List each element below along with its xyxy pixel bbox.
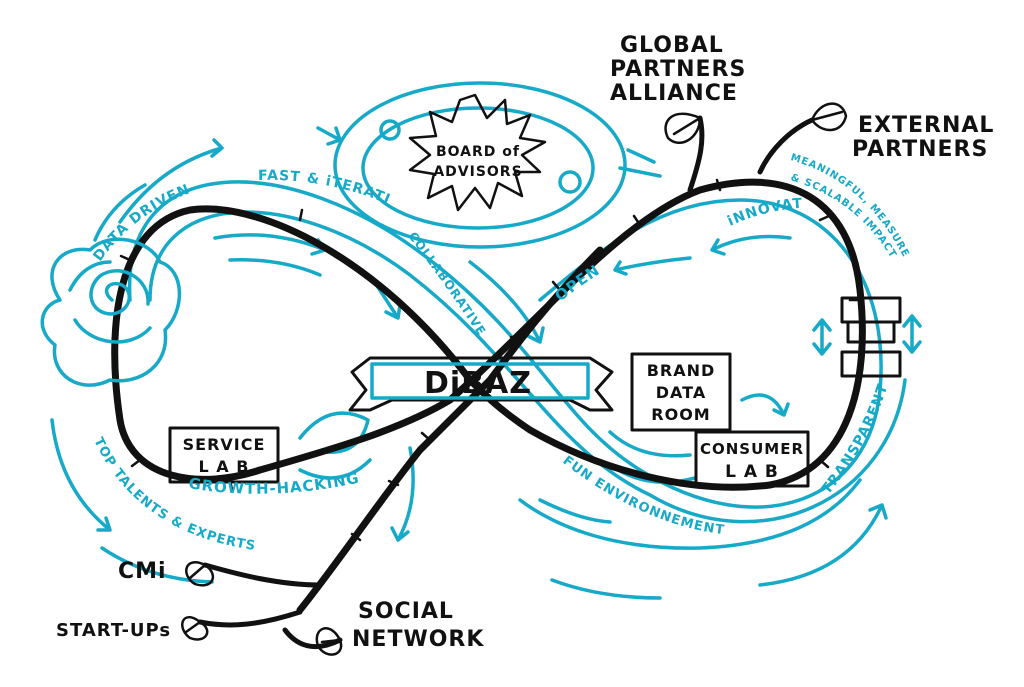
arrow-inner-2 [228,258,322,277]
center-banner-text: DiBAZ [424,366,532,401]
social-network-line-1: SOCIAL [358,599,454,624]
vine-thorns [119,178,862,542]
rose-petals [40,237,182,387]
partner-labels: GLOBAL PARTNERS ALLIANCE EXTERNAL PARTNE… [56,33,994,652]
brand-line-2: DATA [656,383,706,402]
leaf-icon [181,615,209,641]
global-partners-line-3: ALLIANCE [610,81,738,106]
leaf-icon [810,102,848,132]
arrow-bottom [550,578,662,600]
rose-icon [40,237,182,387]
vine-loop [111,115,902,650]
brand-data-room: BRAND DATA ROOM [630,352,732,432]
consumer-lab-line-1: CONSUMER [700,440,804,458]
brand-data-room-box [630,352,732,432]
arrow-bottom-right [758,503,888,587]
arrow-top-left-2 [93,183,147,242]
arrow-updown-left [812,318,832,356]
brand-line-3: ROOM [651,405,710,424]
leaf-icon [185,561,215,587]
banner-ribbon [348,356,614,412]
board-cluster: BOARD of ADVISORS [333,81,627,249]
arrow-top-left [118,138,224,224]
vine-branch-global [687,115,705,193]
swirl-brand [740,393,790,417]
track-lower [518,478,862,550]
service-lab-line-1: SERVICE [183,435,266,454]
global-partners-line-2: PARTNERS [610,57,746,82]
vine-left-lobe [111,205,474,483]
vine-branch-startups [197,609,303,628]
board-node-left [379,119,401,141]
value-fast-iterative: FAST & iTERATIVE [0,0,393,208]
flow-arrows [50,126,922,600]
arrow-right-top-2 [618,148,662,178]
brand-line-1: BRAND [647,361,716,380]
arrow-right-top [316,126,342,146]
consumer-lab-box [694,430,810,488]
service-lab: SERVICE L A B [168,426,280,484]
external-partners-line-1: EXTERNAL [858,113,994,138]
social-network-line-2: NETWORK [352,627,484,652]
external-partners-line-2: PARTNERS [852,137,988,162]
leaf-icon [664,112,702,144]
board-ellipse-inner [361,106,595,230]
cmi-label: CMi [118,559,167,584]
rose-inner [68,260,152,344]
arrow-left-bottom-2 [100,546,214,584]
vine-branch-cmi [202,562,323,588]
board-node-right [558,170,582,194]
vine-stem [296,246,604,614]
arrow-down-2 [468,260,545,344]
arrow-bottom-2 [538,498,612,524]
vine-clasp [840,296,902,378]
consumer-lab-line-2: L A B [725,462,779,482]
board-starburst [408,93,547,212]
track-outer [127,180,883,509]
arrow-left-bottom [50,418,112,532]
rose-spiral [89,269,150,316]
arrow-updown-right [902,314,922,354]
leaves [181,102,848,656]
leaf-icon [315,627,343,656]
global-partners-line-1: GLOBAL [620,33,724,58]
arrow-innovate [710,234,792,256]
swirl-service [298,411,372,480]
value-fun-environnement: FUN ENVIRONNEMENT [560,453,726,538]
arrow-open [613,256,692,276]
board-line-1: BOARD of [436,144,520,160]
startups-label: START-UPs [56,620,171,641]
banner-inner [370,362,590,400]
board-ellipse-outer [333,81,627,249]
vine-branch-social [282,627,343,650]
service-lab-box [168,426,280,484]
consumer-lab: CONSUMER L A B [694,430,810,488]
service-lab-line-2: L A B [199,457,250,476]
board-line-2: ADVISORS [433,164,522,180]
vine-right-lobe [446,178,866,491]
center-banner: DiBAZ [348,356,614,412]
vine-branch-external [757,117,815,175]
